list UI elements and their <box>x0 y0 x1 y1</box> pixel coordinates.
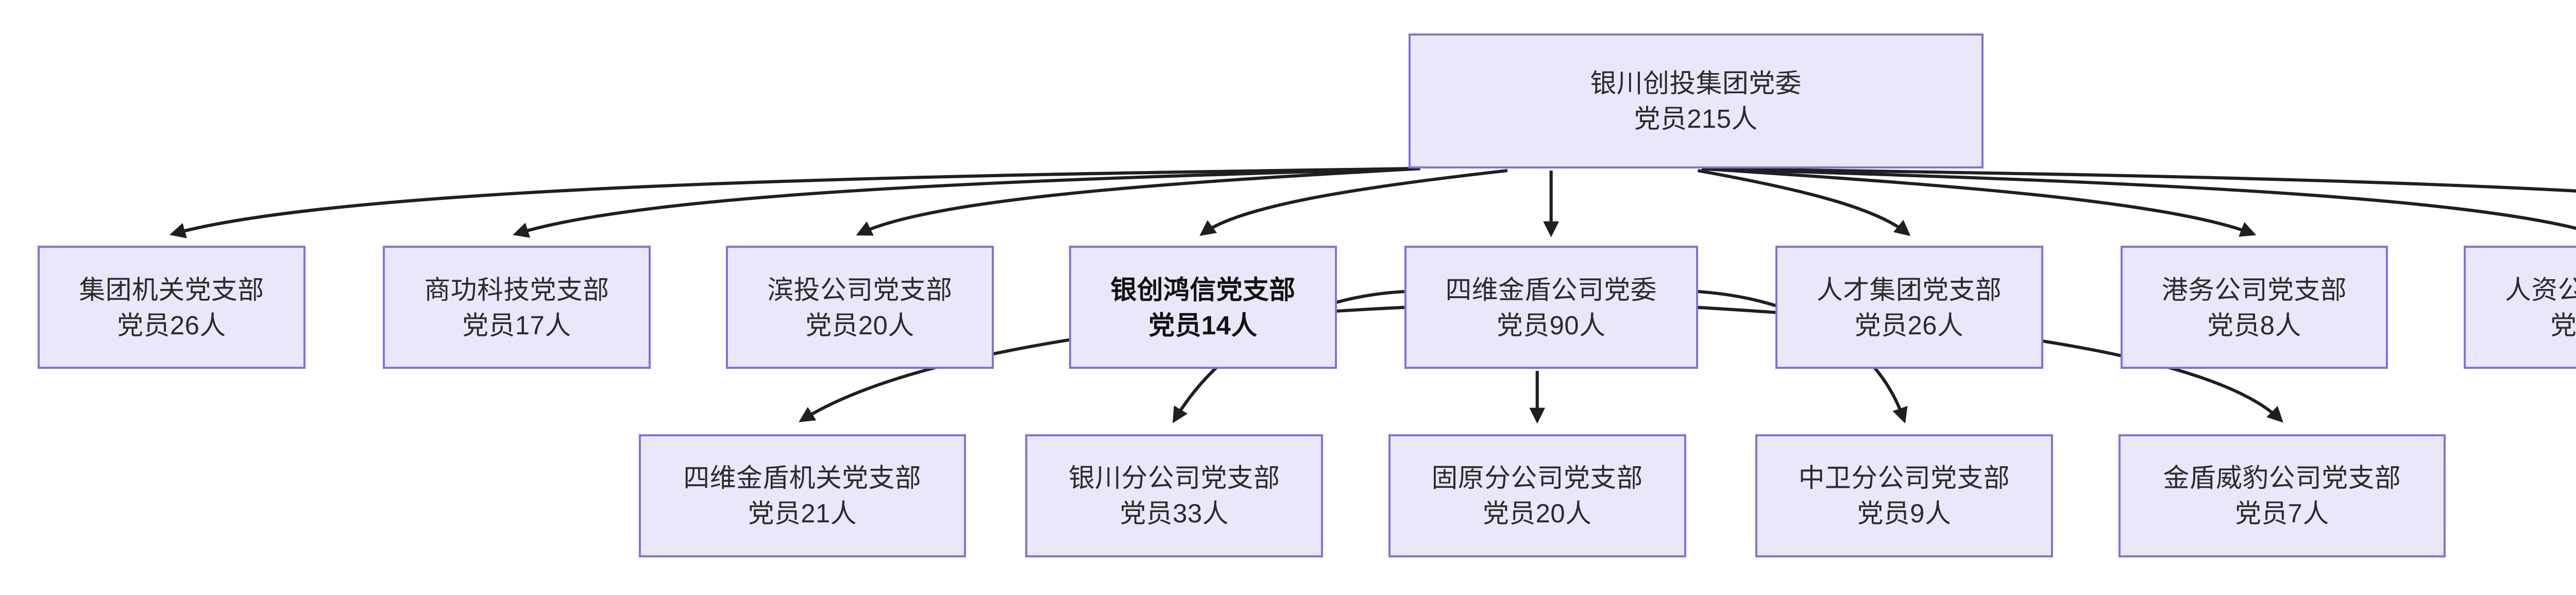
node-root-name: 银川创投集团党委 <box>1590 69 1802 98</box>
node-label-members: 党员90人 <box>1496 310 1606 340</box>
node-label-name: 集团机关党支部 <box>79 275 264 304</box>
node-label-name: 固原分公司党支部 <box>1431 463 1643 493</box>
edge-root-to-n7 <box>1702 167 2257 237</box>
edge-root-to-n2 <box>513 167 1416 238</box>
edge-root-to-n1 <box>170 167 1413 239</box>
edge-root-to-n4 <box>1199 169 1508 236</box>
node-label-name: 人资公司党支部 <box>2504 275 2576 304</box>
node-bintou-gongsi[interactable]: 滨投公司党支部 党员20人 <box>726 246 994 369</box>
node-label-members: 党员20人 <box>1483 499 1592 529</box>
node-label-name: 四维金盾机关党支部 <box>683 463 922 493</box>
node-jindun-weibao[interactable]: 金盾威豹公司党支部 党员7人 <box>2118 434 2446 557</box>
node-yinchuan-fengongsi[interactable]: 银川分公司党支部 党员33人 <box>1025 434 1323 557</box>
node-label-name: 人才集团党支部 <box>1817 275 2002 304</box>
node-label-members: 党员20人 <box>805 310 914 340</box>
node-label-name: 滨投公司党支部 <box>767 275 953 304</box>
node-root[interactable]: 银川创投集团党委 党员215人 <box>1408 33 1984 169</box>
node-siwei-jindun-jiguan[interactable]: 四维金盾机关党支部 党员21人 <box>638 434 966 557</box>
node-label-members: 党员26人 <box>117 310 226 340</box>
node-label-members: 党员7人 <box>2235 499 2329 529</box>
node-label-name: 银川分公司党支部 <box>1068 463 1280 493</box>
node-zhongwei-fengongsi[interactable]: 中卫分公司党支部 党员9人 <box>1755 434 2053 557</box>
edge-root-to-n6 <box>1698 169 1911 236</box>
node-label-name: 银创鸿信党支部 <box>1110 275 1296 304</box>
node-shanggong-keji[interactable]: 商功科技党支部 党员17人 <box>383 246 651 369</box>
node-gangwu-gongsi[interactable]: 港务公司党支部 党员8人 <box>2120 246 2388 369</box>
node-label-name: 中卫分公司党支部 <box>1798 463 2010 493</box>
node-label-members: 党员8人 <box>2207 310 2301 340</box>
node-label-members: 党员14人 <box>1148 310 1258 340</box>
node-renzi-gongsi[interactable]: 人资公司党支部 党员5人 <box>2463 246 2576 369</box>
edge-root-to-n9 <box>1702 167 2576 193</box>
node-label-members: 党员33人 <box>1120 499 1229 529</box>
node-label-name: 四维金盾公司党委 <box>1445 275 1657 304</box>
node-label-members: 党员5人 <box>2550 310 2576 340</box>
node-root-members: 党员215人 <box>1634 104 1758 134</box>
node-siwei-jindun[interactable]: 四维金盾公司党委 党员90人 <box>1404 246 1698 369</box>
node-guyuan-fengongsi[interactable]: 固原分公司党支部 党员20人 <box>1388 434 1686 557</box>
node-label-members: 党员26人 <box>1854 310 1964 340</box>
node-label-members: 党员21人 <box>748 499 857 529</box>
node-label-members: 党员17人 <box>462 310 571 340</box>
node-jituan-jiguan[interactable]: 集团机关党支部 党员26人 <box>38 246 306 369</box>
edge-root-to-n8 <box>1702 167 2576 230</box>
node-label-members: 党员9人 <box>1857 499 1952 529</box>
edge-root-to-n3 <box>856 167 1420 236</box>
node-rencai-jituan[interactable]: 人才集团党支部 党员26人 <box>1775 246 2043 369</box>
node-label-name: 商功科技党支部 <box>424 275 609 304</box>
node-label-name: 金盾威豹公司党支部 <box>2163 463 2401 493</box>
node-yinchuang-hongxin[interactable]: 银创鸿信党支部 党员14人 <box>1069 246 1337 369</box>
node-label-name: 港务公司党支部 <box>2161 275 2347 304</box>
